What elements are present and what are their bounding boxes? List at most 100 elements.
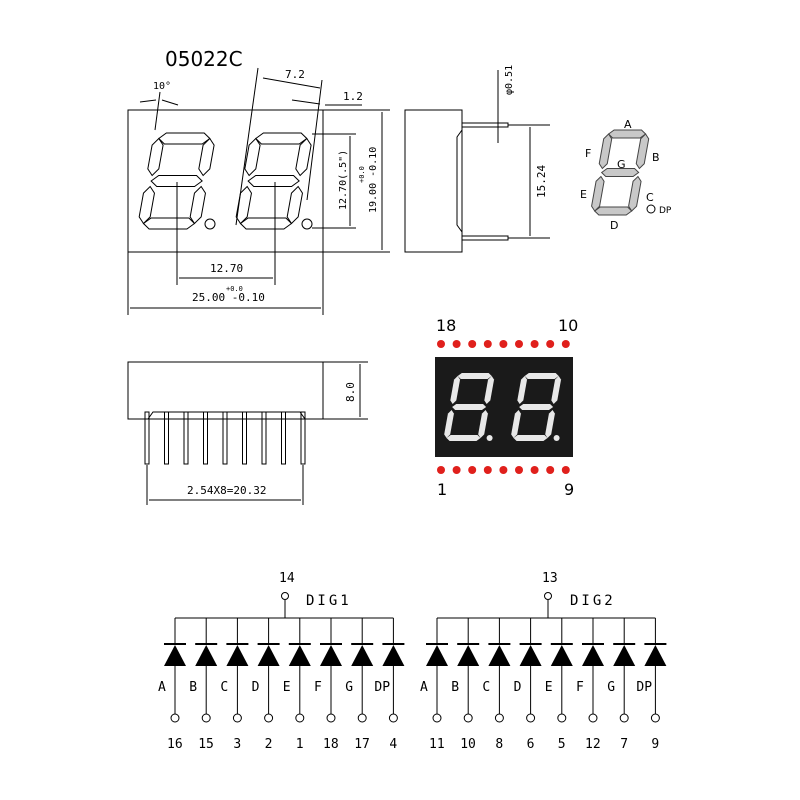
pin-terminal-icon [201, 713, 211, 723]
segment-label: F [314, 680, 322, 695]
legend-label-d: D [610, 219, 618, 232]
pin-number: 12 [585, 737, 601, 752]
legend-label-dp: DP [659, 206, 672, 216]
top-pin-dot [468, 340, 477, 348]
bottom-pin-dot [437, 466, 445, 474]
pin-terminal-icon [326, 713, 336, 723]
pin-number: 1 [296, 737, 304, 752]
decimal-point [204, 218, 216, 230]
diode-icon [644, 645, 667, 666]
common-terminal-icon [281, 592, 289, 600]
common-pin-number: 13 [542, 571, 558, 586]
bottom-pin-dot [530, 466, 539, 474]
extension-line [306, 79, 323, 201]
pin-terminal-icon [650, 713, 660, 723]
segment-label: F [576, 680, 584, 695]
pin-terminal-icon [357, 713, 367, 723]
top-pin-dot [530, 340, 539, 348]
digit1-segment-b [198, 137, 215, 177]
pin-terminal-icon [170, 713, 180, 723]
pin-number: 2 [265, 737, 273, 752]
digit2-segment-g [247, 175, 300, 187]
pin-number: 15 [198, 737, 214, 752]
legend-label-f: F [585, 147, 591, 160]
diode-icon [582, 645, 604, 666]
segment-label: G [345, 680, 353, 695]
pinout-digit2-segment-g [519, 404, 554, 410]
diode-icon [226, 645, 249, 666]
pin-terminal-icon [463, 713, 473, 723]
diode-icon [195, 645, 218, 666]
part-number-title: 05022C [165, 47, 243, 71]
bottom-pin [281, 411, 286, 465]
pin-number: 3 [233, 737, 241, 752]
pin-number: 4 [389, 737, 397, 752]
schematic: 14DIG1A16B15C3D2E1F18G17DP413DIG2A11B10C… [158, 571, 667, 752]
diode-icon [320, 645, 342, 666]
side-view: φ0.51 15.24 [404, 65, 550, 253]
pin-terminal-icon [588, 713, 598, 723]
side-body-outline [404, 109, 463, 253]
pin-terminal-icon [619, 713, 629, 723]
digit-name: DIG1 [306, 593, 352, 609]
legend-label-a: A [624, 118, 632, 131]
segment-label: E [545, 680, 553, 695]
pinout-digit1-segment-g [452, 404, 487, 410]
pinout-digit1-segment-d [446, 435, 481, 441]
pinout-digit1-segment-e [444, 410, 454, 438]
bottom-body-outline [127, 361, 324, 420]
diode-icon [164, 645, 186, 666]
diode-icon [288, 645, 311, 666]
diode-icon [519, 645, 542, 666]
pinout-digit2-segment-f [517, 376, 528, 404]
angle-arrow [139, 99, 157, 103]
pin-label-1: 1 [437, 480, 447, 499]
width-tolerance: +0.0 [226, 285, 243, 293]
digit2-segment-a [255, 132, 308, 145]
bottom-pin-dot [515, 466, 523, 474]
bottom-pin-dot [499, 466, 508, 474]
dimension-line [291, 99, 321, 105]
bottom-pin [144, 411, 150, 465]
legend-label-e: E [580, 188, 587, 201]
slant-label: 1.2 [343, 90, 363, 103]
bottom-pin [203, 411, 208, 465]
top-pin-dot [437, 340, 445, 348]
pin-label-9: 9 [564, 480, 574, 499]
legend-segment-d [593, 206, 633, 216]
height-tolerance: +0.0 [358, 166, 366, 183]
pinout-digits: .segw{fill:#e8e8e8;stroke:none;} [444, 373, 562, 441]
pinout-digit2-segment-b [551, 376, 562, 404]
diode-icon [488, 645, 511, 666]
pin-terminal-icon [432, 713, 442, 723]
bottom-pin-dot [468, 466, 477, 474]
pin-terminal-icon [295, 713, 305, 723]
segment-label: D [514, 680, 522, 695]
pinout-digit2-segment-d [513, 435, 548, 441]
common-terminal-icon [544, 592, 552, 600]
front-view: 10° 7.2 1.2 12.70(.5") +0.0 19.00 -0.10 … [127, 67, 390, 315]
digit1-segment-g [150, 175, 203, 187]
pin-number: 18 [323, 737, 339, 752]
pin-terminal-icon [264, 713, 274, 723]
extension-line [235, 67, 259, 226]
side-pin-top [461, 122, 509, 128]
digit1-segment-d [142, 217, 196, 230]
top-pin-dot [546, 340, 555, 348]
pin-terminal-icon [526, 713, 536, 723]
top-pin-dot [515, 340, 523, 348]
digit2-segment-f [244, 137, 261, 177]
side-pin-bottom [461, 235, 509, 241]
legend-segment-e [591, 175, 605, 212]
depth-label: 8.0 [344, 382, 357, 402]
pin-dots [437, 340, 570, 474]
pinout-digit1-segment-c [478, 410, 488, 438]
digit2-segment-d [239, 217, 293, 230]
legend-label-g: G [617, 158, 626, 171]
digit-name: DIG2 [570, 593, 616, 609]
height-label: 19.00 -0.10 [368, 147, 379, 213]
angle-line [154, 91, 161, 131]
segment-label: G [607, 680, 615, 695]
